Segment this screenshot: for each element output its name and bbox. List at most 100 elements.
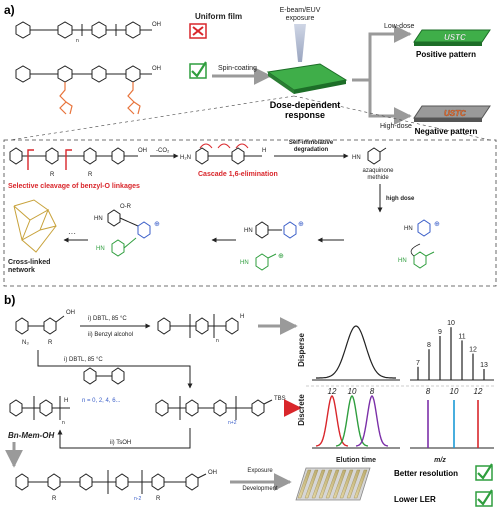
disperse-ms-label: 13 bbox=[480, 362, 488, 369]
hn-left: HN bbox=[94, 216, 103, 222]
tbs-polymer bbox=[155, 396, 273, 420]
discrete-gpc-label: 10 bbox=[348, 387, 357, 396]
mech-dots: ··· bbox=[68, 229, 76, 238]
discrete-gpc-label: 8 bbox=[370, 387, 375, 396]
cascade-label: Cascade 1,6-elimination bbox=[198, 171, 278, 178]
green-ring-left bbox=[111, 237, 137, 257]
final-oh: OH bbox=[208, 470, 217, 476]
final-r1: R bbox=[52, 496, 57, 502]
mid-ring-black bbox=[255, 221, 282, 239]
pattern-line bbox=[304, 469, 319, 499]
crosslinked-network-icon bbox=[13, 199, 57, 253]
negative-brand: USTC bbox=[444, 109, 466, 118]
green-ring-mid bbox=[255, 253, 277, 271]
line-pattern-plate bbox=[295, 467, 371, 501]
elution-time-label: Elution time bbox=[336, 457, 376, 464]
mid-ring-blue bbox=[283, 221, 297, 239]
left-or: O-R bbox=[120, 204, 132, 210]
disperse-gpc-curve bbox=[316, 325, 396, 379]
better-resolution-label: Better resolution bbox=[394, 469, 458, 478]
pattern-line bbox=[311, 469, 326, 499]
discrete-gpc-label: 12 bbox=[328, 387, 337, 396]
check-icon-resolution bbox=[475, 463, 493, 481]
n-values-label: n = 0, 2, 4, 6... bbox=[82, 398, 121, 404]
high-dose-label: High-dose bbox=[380, 123, 412, 130]
discrete-gpc-peak bbox=[355, 394, 389, 447]
step1-b: ii) Benzyl alcohol bbox=[88, 332, 133, 338]
pattern-line bbox=[339, 469, 354, 499]
mech-r1: R bbox=[50, 172, 55, 178]
azaquinone-hn: HN bbox=[352, 155, 361, 161]
hn-green-left: HN bbox=[96, 246, 105, 252]
polymer-sidechain-oh: OH bbox=[152, 66, 161, 72]
tbs-label: TBS bbox=[274, 396, 286, 402]
red-cleavage-marks bbox=[27, 149, 72, 170]
check-icon-ler bbox=[475, 489, 493, 507]
discrete-gpc-peak bbox=[315, 394, 349, 447]
lower-ler-label: Lower LER bbox=[394, 495, 436, 504]
positive-pattern-label: Positive pattern bbox=[416, 50, 476, 59]
discrete-gpc-peak bbox=[335, 394, 369, 447]
step1-a: i) DBTL, 85 °C bbox=[88, 316, 127, 322]
discrete-label: Discrete bbox=[297, 394, 306, 426]
panel-a-label: a) bbox=[4, 3, 15, 17]
disperse-h: H bbox=[240, 314, 244, 320]
co2-label: -CO₂ bbox=[156, 148, 170, 154]
hn-green-mid: HN bbox=[240, 260, 249, 266]
mz-label: m/z bbox=[434, 457, 446, 464]
blue-plus-right: ⊕ bbox=[434, 221, 440, 228]
disperse-label: Disperse bbox=[297, 333, 306, 367]
polymer-plain bbox=[15, 21, 152, 39]
disperse-ms-label: 7 bbox=[416, 360, 420, 367]
disperse-ms-label: 11 bbox=[458, 333, 465, 340]
low-dose-label: Low-dose bbox=[384, 23, 414, 30]
disperse-ms-label: 12 bbox=[469, 347, 477, 354]
pattern-line bbox=[353, 469, 368, 499]
blue-ring-right bbox=[417, 219, 431, 237]
disperse-n: n bbox=[216, 338, 219, 344]
polymer-plain-oh: OH bbox=[152, 22, 161, 28]
selective-cleavage-label: Selective cleavage of benzyl-O linkages bbox=[8, 183, 140, 190]
disperse-ms-label: 9 bbox=[438, 329, 442, 336]
tbs-n2: n+2 bbox=[228, 420, 237, 426]
uniform-film-label: Uniform film bbox=[195, 12, 242, 21]
azide-monomer bbox=[83, 367, 125, 385]
line-bars bbox=[297, 469, 368, 499]
orange-side-chains bbox=[59, 82, 141, 115]
bn-mem-oh-label: Bn-Mem-OH bbox=[8, 431, 54, 440]
monomer-structure bbox=[15, 315, 65, 335]
negative-pattern-label: Negative pattern bbox=[415, 127, 478, 136]
discrete-ms-label: 10 bbox=[450, 387, 459, 396]
bn-mem-h: H bbox=[64, 398, 68, 404]
discrete-ms-label: 8 bbox=[426, 387, 431, 396]
panel-b-label: b) bbox=[4, 293, 15, 307]
spin-coating-label: Spin-coating bbox=[218, 65, 257, 72]
step2-label: i) DBTL, 85 °C bbox=[64, 357, 103, 363]
final-r2: R bbox=[156, 496, 161, 502]
disperse-polymer bbox=[157, 314, 239, 338]
h2n-label: H₂N bbox=[180, 155, 191, 161]
exposure-line1: E-beam/EUV bbox=[280, 7, 321, 14]
bn-mem-oh-structure bbox=[9, 396, 70, 420]
step3-label: ii) TsOH bbox=[110, 440, 131, 446]
hn-blue: HN bbox=[404, 226, 413, 232]
step2-arrow bbox=[37, 350, 193, 389]
monomer-r: R bbox=[48, 340, 53, 346]
pattern-line bbox=[318, 469, 333, 499]
green-check-icon bbox=[189, 61, 207, 79]
mechanism-polymer bbox=[9, 147, 138, 165]
final-n2: n-2 bbox=[134, 496, 141, 502]
green-plus-mid: ⊕ bbox=[278, 253, 284, 260]
red-cross-icon bbox=[189, 23, 207, 39]
final-polymer bbox=[15, 470, 207, 494]
left-ring-black bbox=[107, 209, 139, 227]
pattern-line bbox=[325, 469, 340, 499]
